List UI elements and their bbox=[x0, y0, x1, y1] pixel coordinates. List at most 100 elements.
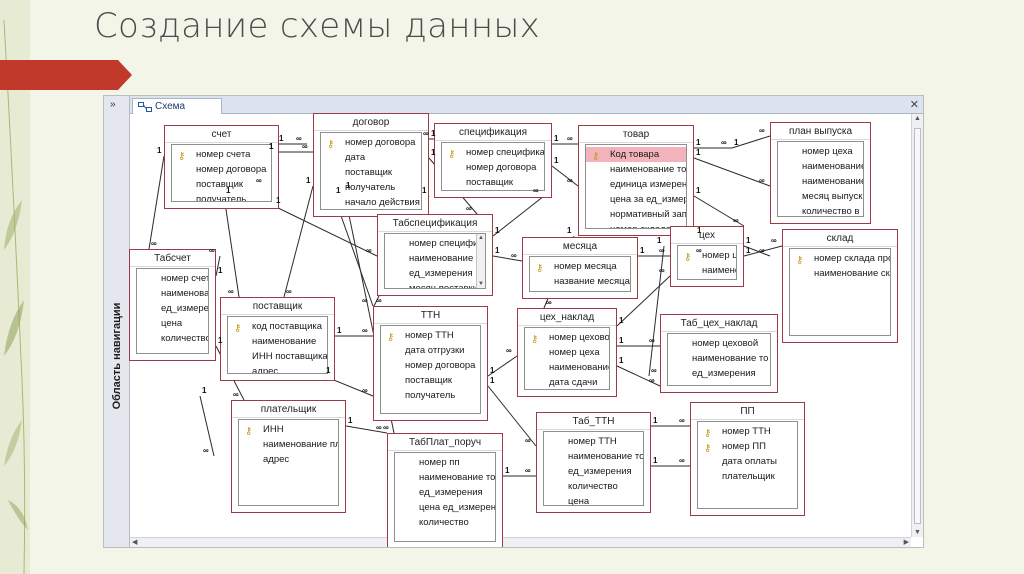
field-row[interactable]: ед_измерения bbox=[395, 485, 495, 500]
field-list[interactable]: номер счетанаименование товараед_измерен… bbox=[136, 268, 209, 354]
scroll-up-icon[interactable]: ▲ bbox=[914, 115, 921, 122]
vertical-scrollbar[interactable]: ▲ ▼ bbox=[911, 114, 923, 537]
field-row[interactable]: количество в bbox=[778, 204, 863, 216]
table-title[interactable]: ТабПлат_поруч bbox=[388, 434, 502, 451]
close-icon[interactable]: ✕ bbox=[909, 99, 919, 111]
table-title[interactable]: счет bbox=[165, 126, 278, 143]
field-row[interactable]: месяц поставки bbox=[385, 281, 485, 288]
field-row[interactable]: получатель bbox=[381, 388, 480, 403]
table-title[interactable]: плательщик bbox=[232, 401, 345, 418]
relationship-line[interactable] bbox=[616, 365, 661, 387]
field-row[interactable]: наименование товара bbox=[586, 162, 686, 177]
field-row[interactable]: дата сдачи bbox=[525, 375, 609, 389]
field-row[interactable]: номер склада bbox=[586, 222, 686, 228]
field-row[interactable]: количество bbox=[544, 479, 643, 494]
table-title[interactable]: спецификация bbox=[435, 124, 551, 141]
relationship-line[interactable] bbox=[492, 255, 523, 262]
table-title[interactable]: Табсчет bbox=[130, 250, 215, 267]
table-title[interactable]: товар bbox=[579, 126, 693, 143]
table-title[interactable]: Таб_ТТН bbox=[537, 413, 650, 430]
field-row[interactable]: номер счета bbox=[137, 271, 208, 286]
field-row[interactable]: ⚷ИНН bbox=[239, 422, 338, 437]
field-row[interactable]: поставщик bbox=[381, 373, 480, 388]
field-row[interactable]: наименование то bbox=[544, 449, 643, 464]
field-row[interactable]: ⚷номер договора bbox=[321, 135, 421, 150]
field-row[interactable]: начало действия bbox=[321, 195, 421, 209]
field-row[interactable]: получатель bbox=[172, 192, 271, 201]
field-row[interactable]: наименование bbox=[678, 263, 736, 278]
field-row[interactable]: поставщик bbox=[172, 177, 271, 192]
field-list[interactable]: ⚷номер спецификацииномер договорапоставщ… bbox=[441, 142, 545, 191]
field-row[interactable]: поставщик bbox=[442, 175, 544, 190]
field-row[interactable]: наименование bbox=[228, 334, 327, 349]
field-row[interactable]: адрес bbox=[228, 364, 327, 373]
relationship-line[interactable] bbox=[648, 245, 665, 377]
field-row[interactable]: нормативный запас bbox=[586, 207, 686, 222]
table-title[interactable]: склад bbox=[783, 230, 897, 247]
table-sklad[interactable]: склад⚷номер склада производстванаименова… bbox=[782, 229, 898, 343]
field-row[interactable]: месяц выпуска bbox=[778, 189, 863, 204]
relationship-line[interactable] bbox=[743, 245, 783, 257]
relationship-line[interactable] bbox=[345, 425, 388, 434]
field-row[interactable]: номер договора bbox=[442, 160, 544, 175]
field-row[interactable]: наименование товара bbox=[137, 286, 208, 301]
field-row[interactable]: наименование склада bbox=[790, 266, 890, 281]
relationship-line[interactable] bbox=[199, 395, 215, 457]
field-list[interactable]: номер спецификациинаименованиеед_измерен… bbox=[384, 233, 486, 289]
scroll-up-icon[interactable]: ▲ bbox=[478, 235, 484, 241]
field-row[interactable]: поставщик bbox=[321, 165, 421, 180]
field-row[interactable]: номер договора bbox=[172, 162, 271, 177]
relationship-line[interactable] bbox=[551, 165, 579, 187]
field-row[interactable]: цена ед_измерения bbox=[395, 500, 495, 515]
field-row[interactable]: цена за ед_измерения bbox=[586, 192, 686, 207]
field-list-scrollbar[interactable]: ▲▼ bbox=[476, 234, 485, 288]
field-row[interactable]: дата bbox=[321, 150, 421, 165]
scroll-left-icon[interactable]: ◀ bbox=[132, 539, 138, 546]
field-row[interactable]: количество bbox=[395, 515, 495, 530]
field-row[interactable]: номер цеховой bbox=[668, 336, 770, 351]
field-list[interactable]: ⚷номер склада производстванаименование с… bbox=[789, 248, 891, 336]
field-row[interactable]: номер пп bbox=[395, 455, 495, 470]
relationship-line[interactable] bbox=[273, 205, 378, 257]
field-row[interactable]: цена bbox=[137, 316, 208, 331]
table-specifikaciya[interactable]: спецификация⚷номер спецификацииномер дог… bbox=[434, 123, 552, 198]
field-row[interactable]: название месяца bbox=[530, 274, 630, 289]
table-title[interactable]: Табспецификация bbox=[378, 215, 492, 232]
field-row[interactable]: ед_измерения bbox=[137, 301, 208, 316]
field-row[interactable]: ⚷номер ТТН bbox=[698, 424, 797, 439]
table-title[interactable]: ПП bbox=[691, 403, 804, 420]
table-title[interactable]: цех bbox=[671, 227, 743, 244]
field-row[interactable]: ⚷номер цеха bbox=[678, 248, 736, 263]
field-row[interactable]: ⚷номер склада производства bbox=[790, 251, 890, 266]
scroll-right-icon[interactable]: ▶ bbox=[903, 539, 909, 546]
relationship-line[interactable] bbox=[693, 195, 745, 227]
field-row[interactable]: ⚷код поставщика bbox=[228, 319, 327, 334]
field-row[interactable]: наименование то bbox=[668, 351, 770, 366]
field-row[interactable]: дата отгрузки bbox=[381, 343, 480, 358]
relationship-line[interactable] bbox=[223, 195, 240, 298]
table-title[interactable]: месяца bbox=[523, 238, 637, 255]
field-row[interactable]: получатель bbox=[321, 180, 421, 195]
field-row[interactable]: наименование bbox=[778, 159, 863, 174]
relationship-line[interactable] bbox=[616, 275, 671, 327]
relationship-line[interactable] bbox=[487, 385, 537, 447]
scroll-down-icon[interactable]: ▼ bbox=[914, 529, 921, 536]
